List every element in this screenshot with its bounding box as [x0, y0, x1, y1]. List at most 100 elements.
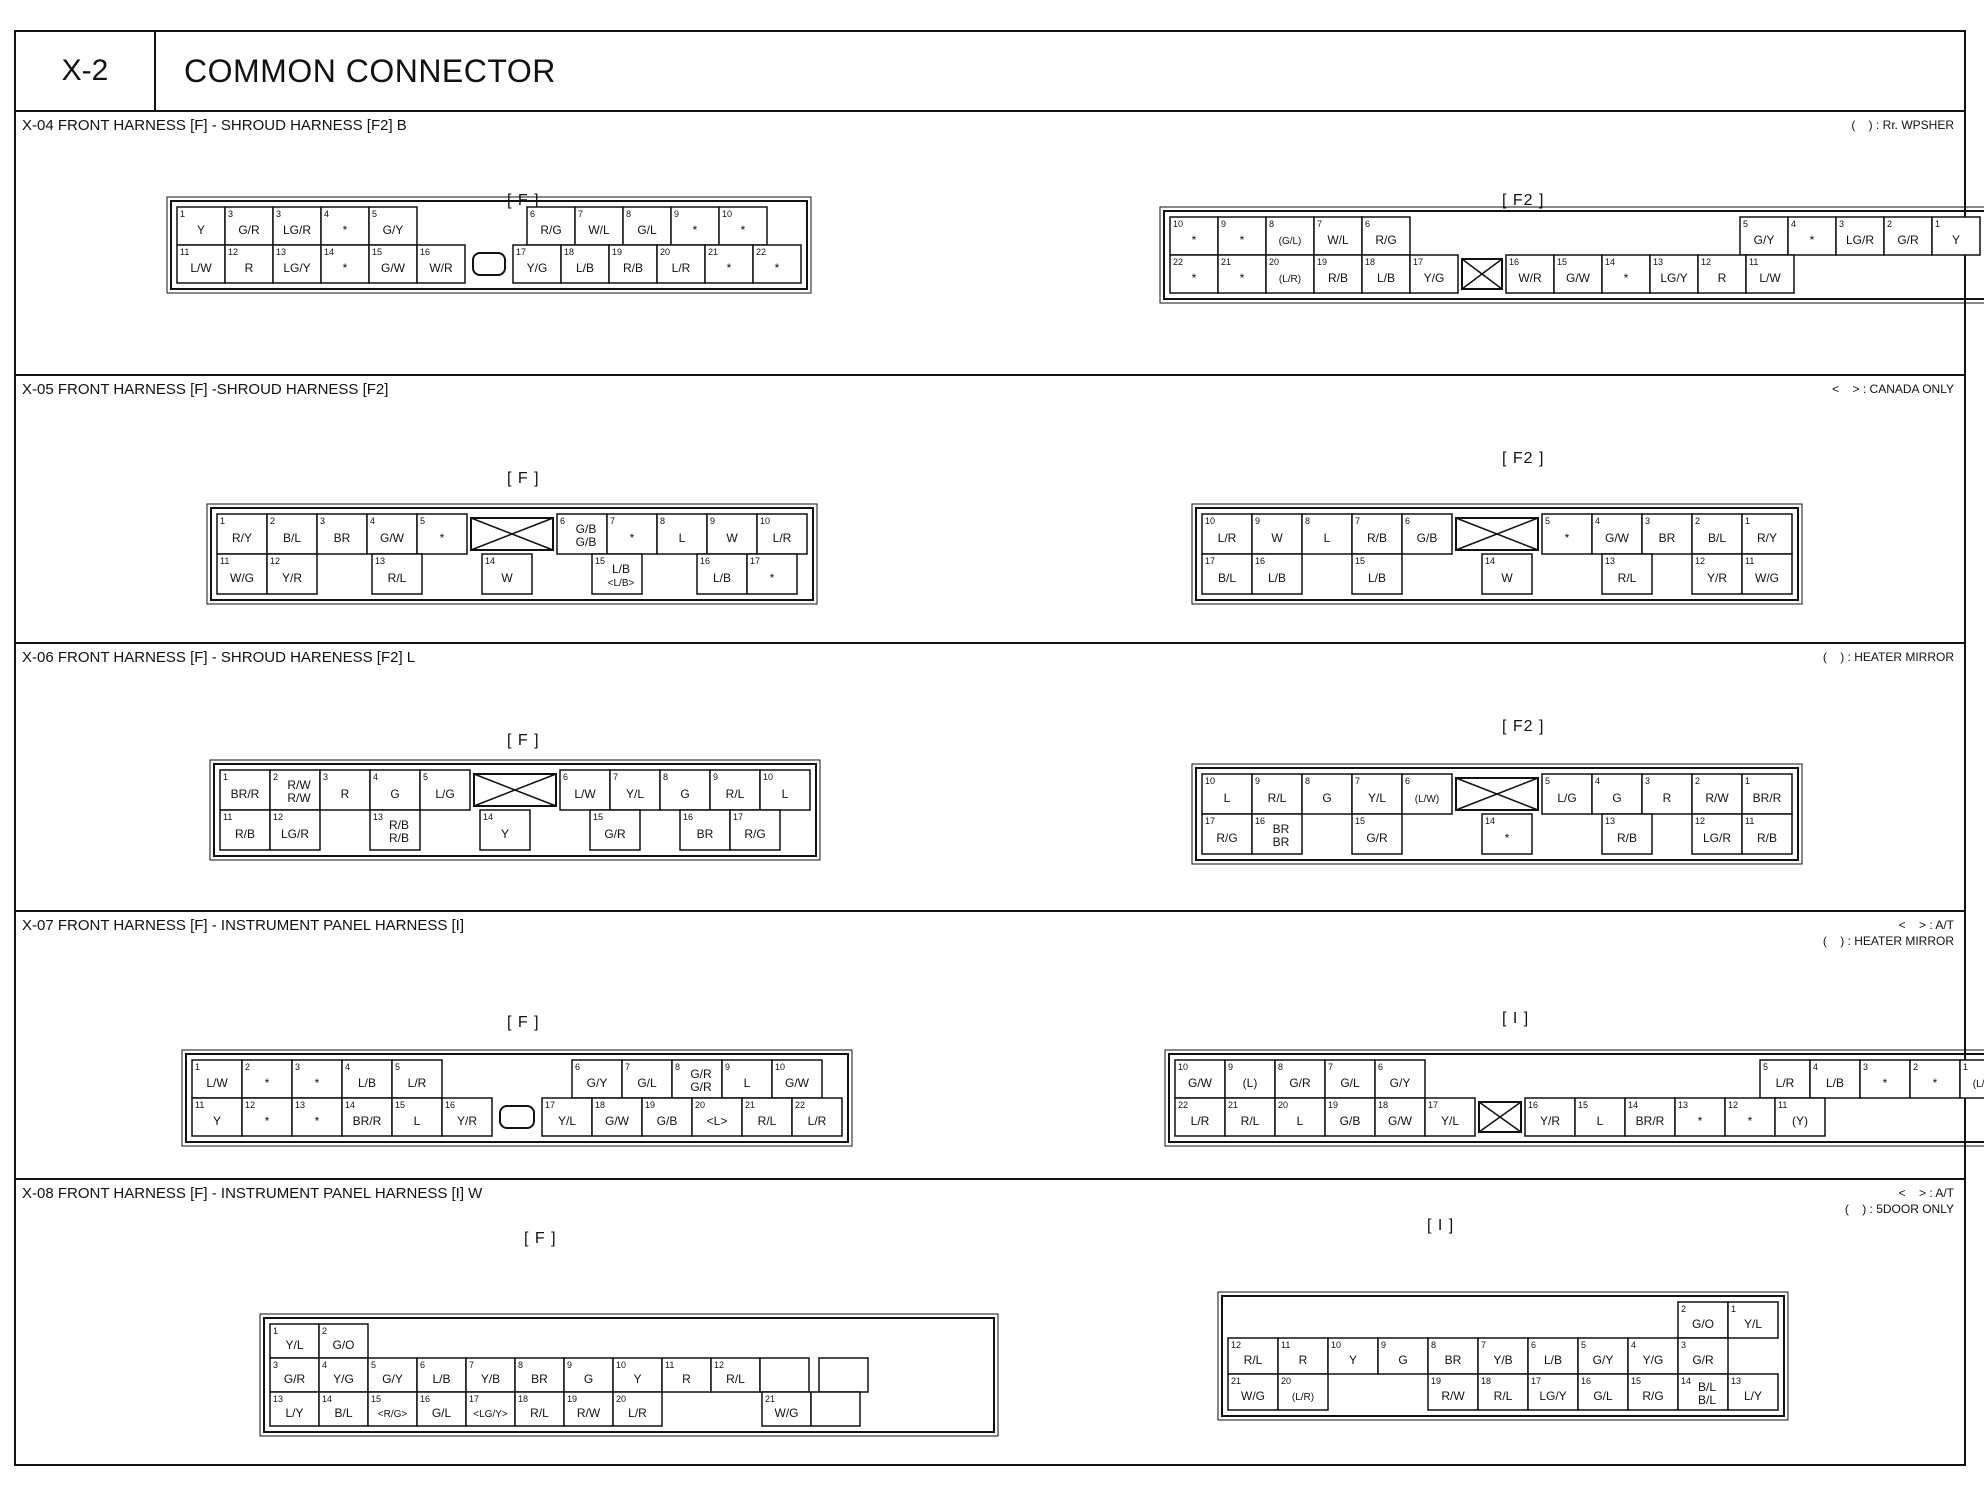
x07-right-wire-color: (L/W) [1973, 1079, 1984, 1090]
x05-right-pin [1601, 553, 1653, 595]
x07-right-pin [1424, 1097, 1476, 1137]
x04-left-wire-color: * [741, 223, 746, 237]
x05-right-pin-number: 5 [1545, 516, 1550, 526]
x05-right-pin-number: 13 [1605, 556, 1615, 566]
x07-right-pin [1774, 1097, 1826, 1137]
x07-right-pin [1809, 1059, 1861, 1099]
x05-right-wire-color: Y/R [1707, 571, 1727, 585]
x07-right-pin-number: 14 [1628, 1100, 1638, 1110]
x08-right-wire-color: R/W [1441, 1389, 1465, 1403]
x05-left-pin-number: 5 [420, 516, 425, 526]
x08-left-pin-number: 6 [420, 1360, 425, 1370]
x05-right-wire-color: R/B [1367, 531, 1387, 545]
x06-left-wire-color: R/B [235, 827, 255, 841]
x08-right-pin [1727, 1301, 1779, 1339]
x04-left-wire-color: L/B [576, 261, 594, 275]
left-connector-label: [ F ] [507, 732, 540, 749]
legend-note: ( ) : HEATER MIRROR [1822, 934, 1954, 948]
x07-left-shell [181, 1049, 853, 1147]
x08-left-wire-color: BR [531, 1372, 548, 1386]
x06-left-pin [679, 809, 731, 851]
x07-left-pin-number: 12 [245, 1100, 255, 1110]
x07-left-pin-number: 3 [295, 1062, 300, 1072]
x04-right-wire-color: G/R [1897, 233, 1919, 247]
x04-left-pin-number: 11 [180, 247, 189, 257]
x06-left-pin-number: 14 [483, 812, 493, 822]
x06-right-wire-color: (L/W) [1415, 794, 1439, 805]
x04-left-pin [176, 206, 226, 246]
x07-right-pin-number: 12 [1728, 1100, 1738, 1110]
x05-left-wire-color: R/Y [232, 531, 252, 545]
x08-left-pin-number: 21 [765, 1394, 775, 1404]
x06-left-lock-box-line [473, 773, 557, 807]
x06-right-wire-color: BR/R [1753, 791, 1782, 805]
x05-left-frame [210, 507, 814, 601]
x04-left-pin [560, 244, 610, 284]
x08-left-shell [259, 1313, 999, 1437]
x05-left-pin-number: 8 [660, 516, 665, 526]
x07-left-wire-color: L/B [358, 1076, 376, 1090]
x07-right-pin-number: 15 [1578, 1100, 1588, 1110]
x05-right-wire-color: * [1565, 531, 1570, 545]
x04-right-pin [1553, 254, 1603, 294]
x08-left-pin-number: 11 [665, 1360, 674, 1370]
x08-left-pin [367, 1357, 418, 1393]
x07-left-pin-number: 16 [445, 1100, 455, 1110]
x08-left-pin [761, 1391, 812, 1427]
x08-left-pin [759, 1357, 810, 1393]
x07-left-pin-number: 11 [195, 1100, 204, 1110]
x07-right-pin-number: 18 [1378, 1100, 1388, 1110]
x04-left-pin-number: 13 [276, 247, 286, 257]
x08-left-wire-color: G/Y [382, 1372, 403, 1386]
x06-left-wire-color: R/B [389, 818, 409, 832]
x07-left-wire-color: G/B [657, 1114, 678, 1128]
header: X-2 COMMON CONNECTOR [16, 32, 1964, 112]
x06-right-pin [1351, 773, 1403, 815]
x08-left-pin [810, 1391, 861, 1427]
x07-left-pin [541, 1097, 593, 1137]
x04-left-pin-number: 5 [372, 209, 377, 219]
x08-left-pin [563, 1391, 614, 1427]
x05-right-pin-number: 7 [1355, 516, 1360, 526]
x04-left-latch [472, 252, 506, 276]
x07-right-wire-color: L/R [1191, 1114, 1210, 1128]
x04-left-pin-number: 16 [420, 247, 430, 257]
x07-right-pin [1524, 1097, 1576, 1137]
x06-left-wire-color: BR [697, 827, 714, 841]
x07-right-connector: 10G/W9(L)8G/R7G/L6G/Y5L/R4L/B3*2*1(L/W)2… [1164, 1049, 1984, 1147]
x05-right-wire-color: R/L [1618, 571, 1637, 585]
x06-right-pin [1351, 813, 1403, 855]
x06-right-pin [1251, 773, 1303, 815]
x04-left-wire-color: * [343, 261, 348, 275]
x04-right-pin [1217, 254, 1267, 294]
section-x04: X-04 FRONT HARNESS [F] - SHROUD HARNESS … [16, 112, 1964, 376]
right-connector-label: [ F2 ] [1502, 718, 1545, 735]
x06-left-pin-number: 4 [373, 772, 378, 782]
x08-right-connector: 2G/O1Y/L12R/L11R10Y9G8BR7Y/B6L/B5G/Y4Y/G… [1217, 1291, 1789, 1421]
x07-left-pin [791, 1097, 843, 1137]
x06-right-pin-number: 5 [1545, 776, 1550, 786]
x08-left-pin-number: 19 [567, 1394, 577, 1404]
x04-left-wire-color: Y/G [527, 261, 548, 275]
x06-right-wire-color: Y/L [1368, 791, 1386, 805]
x07-right-pin [1959, 1059, 1984, 1099]
x07-right-pin-number: 8 [1278, 1062, 1283, 1072]
x06-left-wire-color: G [680, 787, 689, 801]
section-title: X-04 FRONT HARNESS [F] - SHROUD HARNESS … [22, 117, 407, 134]
x05-right-wire-color: L/B [1368, 571, 1386, 585]
x04-left-pin-number: 10 [722, 209, 732, 219]
x07-left-pin [291, 1097, 343, 1137]
x04-left-pin-number: 8 [626, 209, 631, 219]
x04-right-wire-color: W/L [1327, 233, 1349, 247]
x08-left-pin [612, 1391, 663, 1427]
x06-left-pin-number: 17 [733, 812, 743, 822]
x06-left-pin [559, 769, 611, 811]
x06-left-wire-color: L/G [435, 787, 454, 801]
x08-left-pin-number: 15 [371, 1394, 381, 1404]
x05-right-pin [1641, 513, 1693, 555]
x07-right-pin [1909, 1059, 1961, 1099]
x08-right-pin [1527, 1337, 1579, 1375]
x04-right-pin-number: 9 [1221, 219, 1226, 229]
x07-right-pin-number: 19 [1328, 1100, 1338, 1110]
x08-right-wire-color: BR [1445, 1353, 1462, 1367]
